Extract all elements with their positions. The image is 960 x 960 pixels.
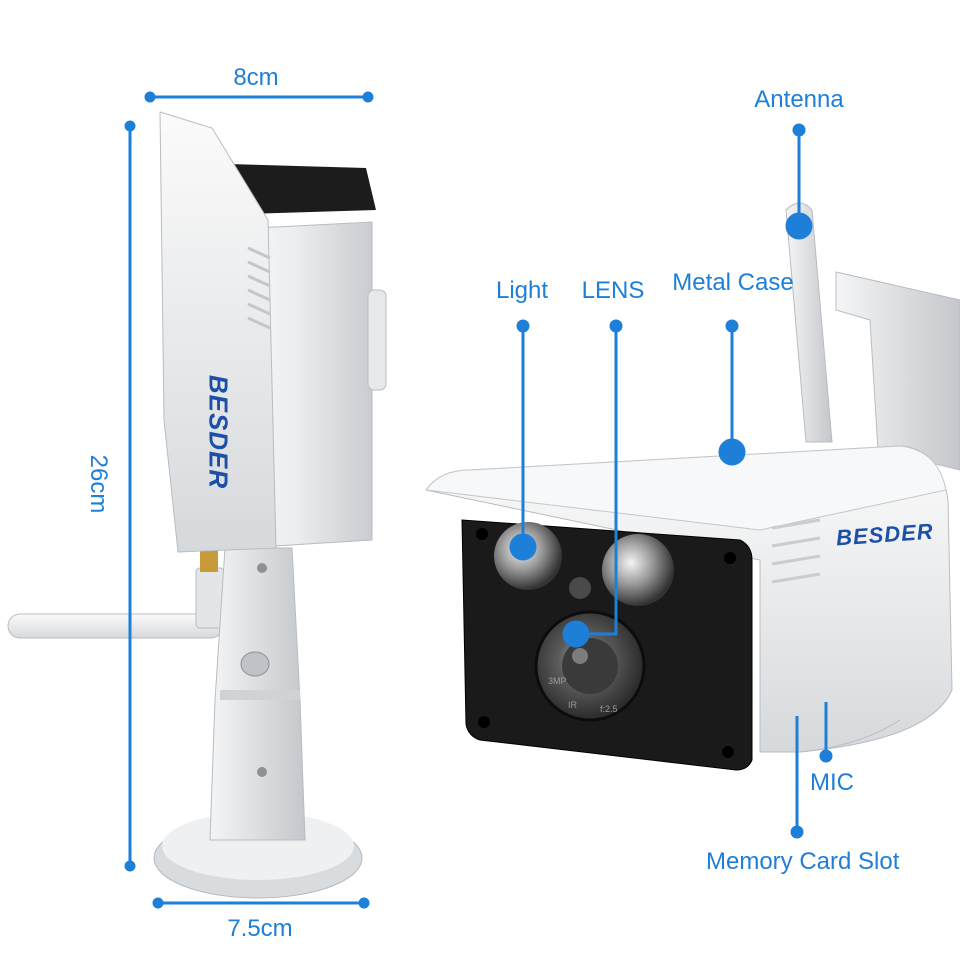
callout-mic-label: MIC [810,769,854,796]
ir-light-right [602,534,674,606]
callout-memory-card-slot-label: Memory Card Slot [706,848,900,875]
wall-mount [835,271,960,471]
lens-marking-ir: IR [568,700,578,710]
side-sunshade [159,111,277,553]
light-sensor [569,577,591,599]
dimension-height-label: 26cm [85,454,112,514]
dimension-width-top-label: 8cm [233,64,279,91]
dimension-width-bottom-label: 7.5cm [227,915,293,942]
side-antenna [7,613,224,639]
callout-light-label: Light [495,277,549,304]
front-view-camera: 3MP IR f:2.5 [425,202,960,771]
top-antenna [785,202,833,443]
callout-metal-case-label: Metal Case [672,269,794,296]
callout-antenna-label: Antenna [754,86,844,113]
side-view-camera [7,111,387,899]
callout-lens-label: LENS [581,277,645,304]
side-brand-logo: BESDER [203,374,234,490]
lens-marking-aperture: f:2.5 [600,704,618,714]
lens-marking-resolution: 3MP [548,676,567,686]
